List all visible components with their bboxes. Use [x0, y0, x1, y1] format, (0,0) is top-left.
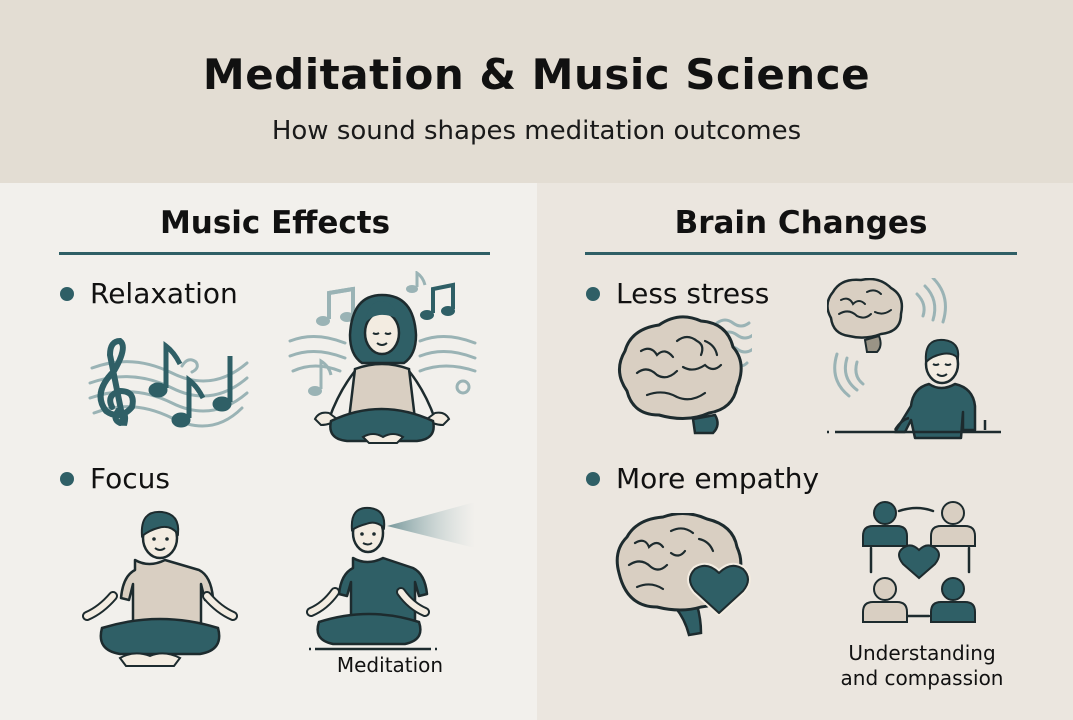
bullet-label: More empathy — [616, 462, 820, 495]
divider-rule — [585, 252, 1017, 255]
page-subtitle: How sound shapes meditation outcomes — [271, 116, 802, 146]
bullet-label: Relaxation — [90, 277, 238, 310]
man-meditating-icon — [82, 510, 238, 667]
bullet-relaxation: Relaxation — [60, 277, 238, 310]
bullet-dot — [60, 286, 74, 301]
panel-title-music-effects: Music Effects — [159, 205, 391, 241]
bullet-more-empathy: More empathy — [586, 462, 819, 495]
bullet-less-stress: Less stress — [586, 277, 769, 310]
woman-meditating-icon — [288, 271, 477, 444]
bullet-label: Less stress — [616, 277, 770, 310]
panel-title-brain-changes: Brain Changes — [674, 205, 928, 241]
header: Meditation & Music Science How sound sha… — [0, 0, 1073, 183]
brain-relaxed-person-icon — [827, 278, 1001, 440]
man-focused-gaze-icon — [306, 502, 475, 651]
bullet-dot — [586, 286, 600, 301]
bullet-dot — [60, 471, 74, 486]
brain-changes-panel: Brain Changes Less stress — [537, 183, 1073, 720]
caption-line: and compassion — [840, 666, 1004, 690]
caption-line: Understanding — [848, 641, 996, 665]
caption-meditation: Meditation — [336, 653, 444, 677]
brain-calm-waves-icon — [618, 315, 752, 435]
bullet-label: Focus — [90, 462, 170, 495]
bullet-focus: Focus — [60, 462, 170, 495]
caption-understanding-compassion: Understanding and compassion — [827, 641, 1017, 691]
page-title: Meditation & Music Science — [202, 50, 871, 99]
music-notes-icon — [88, 337, 249, 428]
music-effects-panel: Music Effects Relaxation — [0, 183, 537, 720]
bullet-dot — [586, 471, 600, 486]
connected-people-heart-icon — [862, 501, 976, 623]
brain-heart-icon — [615, 513, 751, 637]
divider-rule — [59, 252, 490, 255]
